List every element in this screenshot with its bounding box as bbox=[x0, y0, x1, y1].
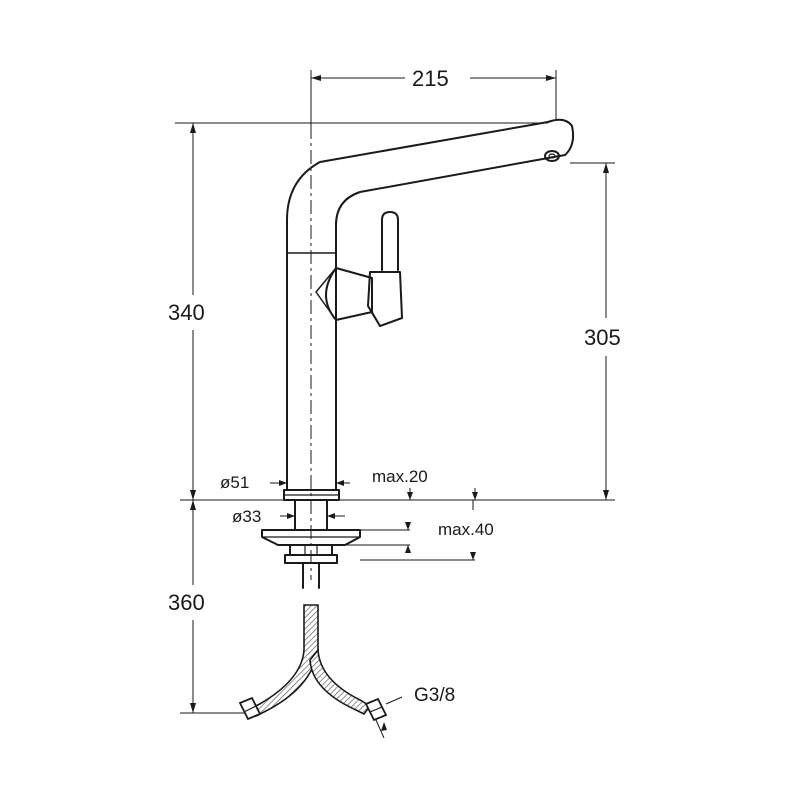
cartridge-housing bbox=[325, 267, 373, 321]
hose-left bbox=[248, 604, 319, 718]
supply-hoses bbox=[238, 604, 388, 722]
faucet-body bbox=[261, 118, 575, 589]
dimension-lines bbox=[175, 70, 615, 739]
faucet-column bbox=[286, 121, 566, 491]
lever-handle bbox=[381, 211, 399, 271]
dimension-label-reach: 215 bbox=[412, 66, 449, 91]
dimension-label-total-height: 340 bbox=[168, 300, 205, 325]
spout-tip bbox=[547, 118, 575, 156]
dimension-label-max-20: max.20 bbox=[372, 467, 428, 486]
dimension-label-below-deck: 360 bbox=[168, 590, 205, 615]
dimension-label-max-40: max.40 bbox=[438, 520, 494, 539]
hose-right bbox=[309, 647, 372, 716]
dimension-label-spout-height: 305 bbox=[584, 325, 621, 350]
aerator bbox=[544, 150, 560, 162]
dimension-label-base-diameter: ø51 bbox=[220, 473, 250, 492]
dimension-label-mount-diameter: ø33 bbox=[232, 507, 262, 526]
dimension-arrows bbox=[190, 75, 609, 731]
lever-base bbox=[367, 271, 403, 327]
dimension-label-hose-thread: G3/8 bbox=[414, 685, 456, 706]
